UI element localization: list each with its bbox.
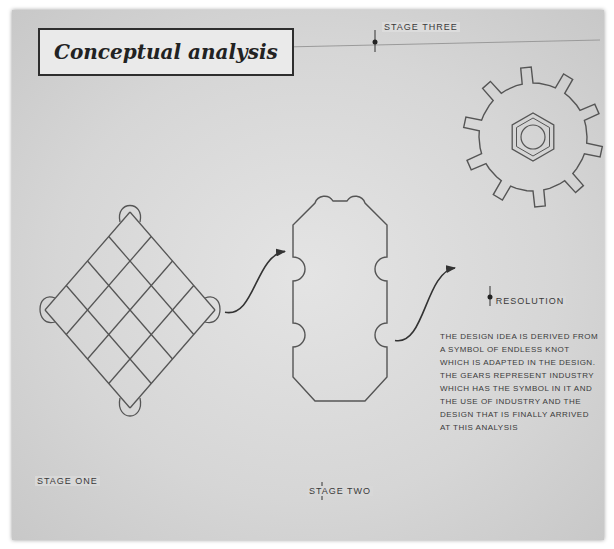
- figure-labels: STAGE TWO: [285, 195, 395, 498]
- title-box: Conceptual analysis: [38, 28, 294, 76]
- figure-outline: [35, 150, 225, 470]
- knot-loop: [119, 398, 140, 416]
- flow-arrow: [395, 268, 455, 341]
- sketch-figure: STAGE TWO: [285, 195, 395, 498]
- hex-nut: [512, 113, 554, 161]
- knot-strand: [88, 261, 173, 359]
- figure-labels: STAGE ONE: [35, 150, 225, 488]
- figure-labels: RESOLUTION: [455, 45, 605, 308]
- stage-label: STAGE ONE: [35, 476, 100, 486]
- knot-loop: [205, 297, 220, 323]
- knot-strand: [109, 286, 194, 384]
- endless-knot: [40, 206, 220, 417]
- figure-outline: [285, 195, 395, 410]
- knot-strand: [88, 261, 173, 359]
- knot-loop: [119, 206, 140, 223]
- flow-arrow: [225, 251, 285, 312]
- knot-strand: [109, 237, 194, 335]
- knot-loop: [40, 297, 55, 323]
- figure-outline: [455, 45, 605, 210]
- paper-sheet: [12, 10, 604, 540]
- stage-label: STAGE TWO: [307, 486, 373, 496]
- hex-nut: [517, 118, 550, 156]
- cross-outline: [293, 196, 387, 401]
- sketch-figure: RESOLUTION: [455, 45, 605, 308]
- sketch-figure: STAGE ONE: [35, 150, 225, 488]
- gear-outline: [464, 67, 603, 207]
- knot-strand: [130, 212, 215, 310]
- stage-label: RESOLUTION: [494, 296, 567, 306]
- stage-label: STAGE THREE: [382, 22, 460, 32]
- knot-strand: [130, 310, 215, 408]
- nut-bore: [521, 125, 545, 149]
- design-note: THE DESIGN IDEA IS DERIVED FROM A SYMBOL…: [440, 330, 600, 434]
